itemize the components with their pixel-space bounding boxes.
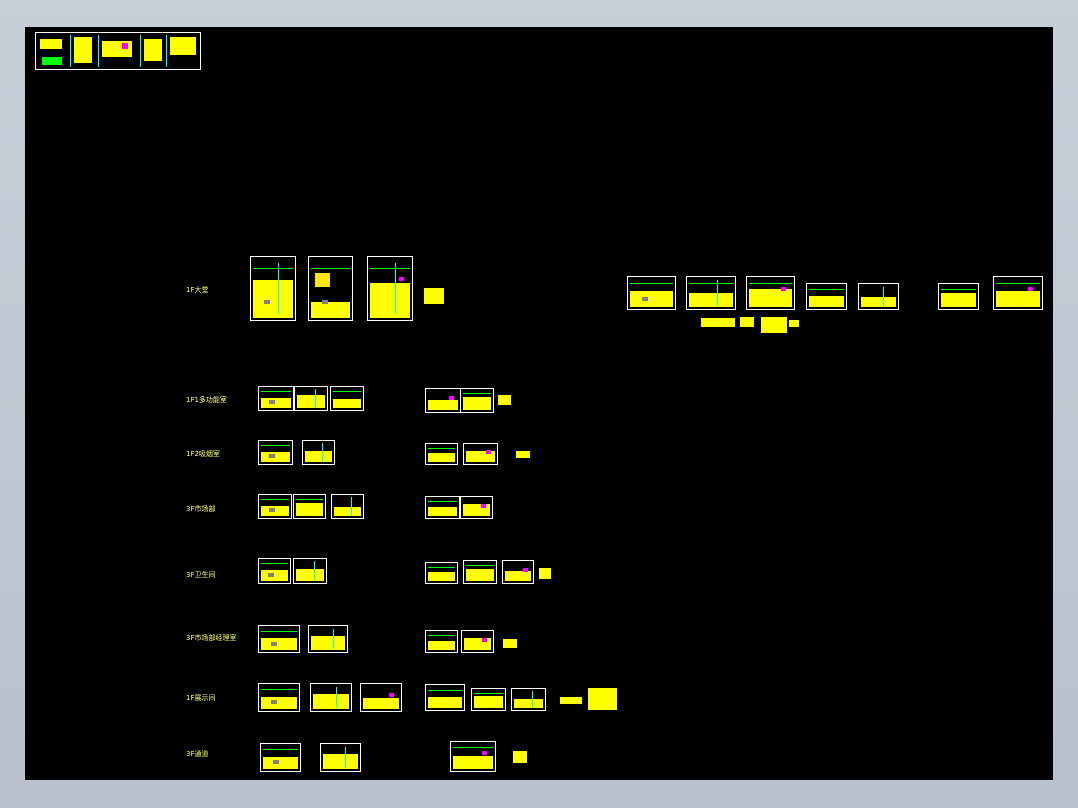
- sheet-lobby-elevation-1[interactable]: [627, 276, 676, 310]
- sheet-marketing-1[interactable]: [258, 494, 292, 519]
- sheet-lobby-elevation-5[interactable]: [858, 283, 899, 310]
- sheet-multifunction-3[interactable]: [330, 386, 364, 411]
- sheet-lobby-plan-3[interactable]: [367, 256, 413, 321]
- restroom-detail[interactable]: [539, 568, 551, 579]
- lobby-detail-4[interactable]: [761, 317, 787, 333]
- sheet-corridor-1[interactable]: [260, 743, 301, 772]
- sheet-multifunction-1[interactable]: [258, 386, 294, 411]
- sheet-manager-3[interactable]: [425, 630, 458, 653]
- sheet-marketing-2[interactable]: [293, 494, 326, 519]
- sheet-restroom-2[interactable]: [293, 558, 327, 584]
- row-label-multifunction: 1F1多功能室: [186, 396, 227, 404]
- sheet-multifunction-5[interactable]: [460, 388, 494, 413]
- sheet-showroom-2[interactable]: [310, 683, 352, 712]
- sheet-restroom-3[interactable]: [425, 562, 458, 584]
- sheet-lobby-elevation-7[interactable]: [993, 276, 1043, 310]
- row-label-smoking: 1F2吸烟室: [186, 450, 220, 458]
- smoking-detail[interactable]: [516, 451, 530, 458]
- corridor-detail[interactable]: [513, 751, 527, 763]
- row-label-restroom: 3F卫生间: [186, 571, 216, 579]
- sheet-showroom-3[interactable]: [360, 683, 402, 712]
- sheet-marketing-4[interactable]: [425, 496, 460, 519]
- sheet-manager-1[interactable]: [258, 625, 300, 653]
- sheet-smoking-1[interactable]: [258, 440, 293, 465]
- sheet-restroom-4[interactable]: [463, 560, 497, 584]
- sheet-lobby-elevation-6[interactable]: [938, 283, 979, 310]
- sheet-showroom-1[interactable]: [258, 683, 300, 712]
- sheet-marketing-5[interactable]: [460, 496, 493, 519]
- sheet-corridor-3[interactable]: [450, 741, 496, 772]
- title-block-thumbnail[interactable]: [35, 32, 201, 70]
- sheet-lobby-elevation-3[interactable]: [746, 276, 795, 310]
- sheet-smoking-4[interactable]: [463, 443, 498, 465]
- row-label-showroom: 1F展示间: [186, 694, 216, 702]
- sheet-showroom-6[interactable]: [511, 688, 546, 711]
- sheet-multifunction-4[interactable]: [425, 388, 461, 413]
- multifunction-detail[interactable]: [498, 395, 511, 405]
- sheet-restroom-1[interactable]: [258, 558, 291, 584]
- sheet-lobby-plan-2[interactable]: [308, 256, 353, 321]
- sheet-corridor-2[interactable]: [320, 743, 361, 772]
- manager-detail[interactable]: [503, 639, 517, 648]
- sheet-restroom-5[interactable]: [502, 560, 534, 584]
- sheet-multifunction-2[interactable]: [294, 386, 328, 411]
- showroom-detail-1[interactable]: [560, 697, 582, 704]
- showroom-detail-2[interactable]: [588, 688, 617, 710]
- row-label-marketing: 3F市场部: [186, 505, 216, 513]
- lobby-detail[interactable]: [424, 288, 444, 304]
- sheet-lobby-plan-1[interactable]: [250, 256, 296, 321]
- sheet-showroom-5[interactable]: [471, 688, 506, 711]
- lobby-detail-5[interactable]: [789, 320, 799, 327]
- sheet-manager-2[interactable]: [308, 625, 348, 653]
- row-label-corridor: 3F通道: [186, 750, 209, 758]
- row-label-marketing-manager: 3F市场部经理室: [186, 634, 237, 642]
- sheet-lobby-elevation-2[interactable]: [686, 276, 736, 310]
- sheet-lobby-elevation-4[interactable]: [806, 283, 847, 310]
- lobby-detail-3[interactable]: [740, 317, 754, 327]
- sheet-manager-4[interactable]: [461, 630, 494, 653]
- drawing-canvas[interactable]: 1F大堂 1F1多功能室 1F2吸烟室 3F市场部 3F卫生间 3F市场部经理室: [25, 27, 1053, 780]
- lobby-detail-2[interactable]: [701, 318, 735, 327]
- sheet-showroom-4[interactable]: [425, 684, 465, 711]
- sheet-marketing-3[interactable]: [331, 494, 364, 519]
- sheet-smoking-2[interactable]: [302, 440, 335, 465]
- sheet-smoking-3[interactable]: [425, 443, 458, 465]
- row-label-lobby: 1F大堂: [186, 286, 209, 294]
